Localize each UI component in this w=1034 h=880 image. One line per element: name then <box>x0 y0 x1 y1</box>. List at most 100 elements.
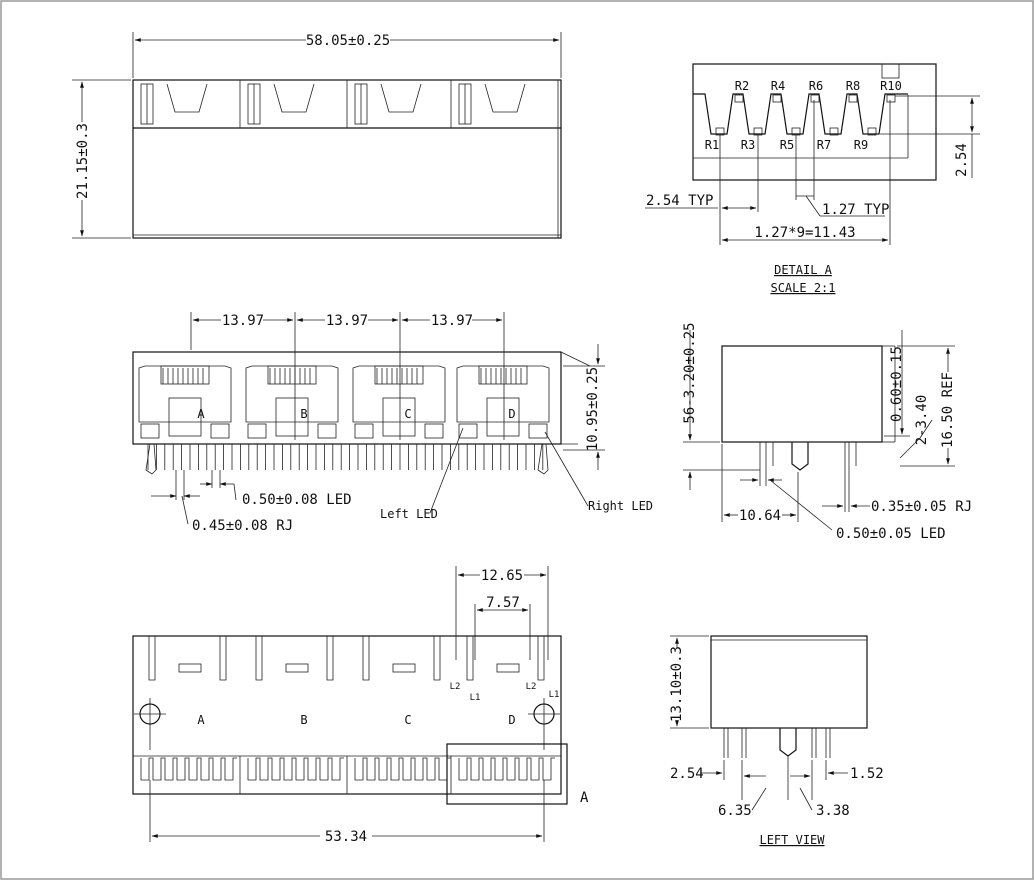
left-height-dim: 13.10±0.3 <box>669 646 685 722</box>
side-dim-060: 0.60±0.15 <box>889 346 905 422</box>
latch-window <box>486 397 520 437</box>
led-window <box>354 423 374 439</box>
contact-profile <box>693 93 908 135</box>
led-lead <box>326 636 334 681</box>
detail-label: R8 <box>846 79 860 93</box>
led-lead <box>362 636 370 681</box>
tab-profile <box>166 83 208 113</box>
top-view-ports <box>140 80 526 128</box>
led-window <box>317 423 337 439</box>
leader-line <box>805 195 821 217</box>
led-window <box>140 423 160 439</box>
peg-right <box>537 443 549 475</box>
left-dim-338: 3.38 <box>816 803 850 819</box>
side-dim-035: 0.35±0.05 RJ <box>871 499 972 515</box>
left-led-label: Left LED <box>380 507 438 521</box>
detail-label: R1 <box>705 138 719 152</box>
jack-opening <box>456 365 550 423</box>
bottom-slot <box>496 663 520 673</box>
front-port-label-d: D <box>508 407 515 421</box>
led-label: L1 <box>549 690 560 700</box>
bottom-port-label-c: C <box>404 713 411 727</box>
pin-square <box>848 94 858 103</box>
side-view-pins <box>759 442 857 470</box>
led-label: L2 <box>526 682 537 692</box>
led-lead <box>148 636 156 681</box>
led-window <box>528 423 548 439</box>
tab-profile <box>484 83 526 113</box>
detail-label: R2 <box>735 79 749 93</box>
leader-line <box>429 427 464 514</box>
tab-profile <box>273 83 315 113</box>
led-label: L1 <box>470 693 481 703</box>
bottom-port-label-a: A <box>197 713 205 727</box>
front-pitch-dim: 13.97 <box>222 313 264 329</box>
detail-outline <box>692 63 937 181</box>
side-view-body <box>721 345 883 443</box>
led-window <box>458 423 478 439</box>
latch-window <box>168 397 202 437</box>
left-view-pins <box>723 728 831 758</box>
latch-window <box>275 397 309 437</box>
side-dim-1064: 10.64 <box>739 508 781 524</box>
left-dim-254: 2.54 <box>670 766 704 782</box>
pin-square <box>886 94 896 103</box>
peg-left <box>145 443 157 475</box>
latch-window <box>382 397 416 437</box>
detail-label: R7 <box>817 138 831 152</box>
right-led-label: Right LED <box>588 499 653 513</box>
top-height-dim: 21.15±0.3 <box>75 123 91 199</box>
detail-a: R2 R4 R6 R8 R10 R1 R3 R5 R7 R9 2.54 TYP … <box>645 63 980 295</box>
leader-line <box>181 495 189 525</box>
pin-square <box>772 94 782 103</box>
detail-callout-box <box>446 743 568 805</box>
pin-square <box>829 127 839 136</box>
contact-row <box>247 757 344 781</box>
pin-square <box>734 94 744 103</box>
led-window <box>210 423 230 439</box>
led-label: L2 <box>450 682 461 692</box>
leader-line <box>751 787 767 811</box>
front-view-pins <box>145 443 549 475</box>
detail-label: R6 <box>809 79 823 93</box>
side-view-post <box>791 442 809 471</box>
detail-dim-254-typ: 2.54 TYP <box>646 193 713 209</box>
contact-block <box>374 365 424 385</box>
top-view: 58.05±0.25 21.15±0.3 <box>72 32 562 239</box>
front-height-dim: 10.95±0.25 <box>585 367 601 451</box>
jack-opening <box>352 365 446 423</box>
bottom-view: A B C D L2 L1 L2 L1 A 12.65 7.57 53 <box>132 566 589 845</box>
detail-label: R10 <box>880 79 902 93</box>
left-view-title: LEFT VIEW <box>759 833 825 847</box>
left-view-body <box>710 635 868 729</box>
front-rj-pin-dim: 0.45±0.08 RJ <box>192 518 293 534</box>
detail-label: R9 <box>854 138 868 152</box>
side-dim-1650: 16.50 REF <box>940 372 956 448</box>
front-port-label-b: B <box>300 407 307 421</box>
side-dim-56: 56-3.20±0.25 <box>682 322 698 423</box>
front-view-edge <box>560 351 591 367</box>
left-dim-152: 1.52 <box>850 766 884 782</box>
contact-block <box>267 365 317 385</box>
detail-dim-127-typ: 1.27 TYP <box>822 202 889 218</box>
front-view: A B C D 13.97 13.97 13.97 10.95±0.25 <box>132 312 653 534</box>
side-view: 56-3.20±0.25 0.60±0.15 2-3.40 16.50 REF … <box>682 322 972 542</box>
detail-label: R3 <box>741 138 755 152</box>
led-window <box>424 423 444 439</box>
front-pitch-dim: 13.97 <box>326 313 368 329</box>
front-view-ports <box>138 365 550 439</box>
leader-line <box>919 419 933 439</box>
detail-dim-right: 2.54 <box>954 143 970 177</box>
leader-line <box>769 479 833 531</box>
contact-block <box>478 365 528 385</box>
bottom-dim-5334: 53.34 <box>325 829 367 845</box>
front-pitch-dim: 13.97 <box>431 313 473 329</box>
pin-square <box>810 94 820 103</box>
detail-label: R4 <box>771 79 785 93</box>
bottom-slot <box>392 663 416 673</box>
contact-row <box>140 757 237 781</box>
contact-row <box>354 757 451 781</box>
front-led-pin-dim: 0.50±0.08 LED <box>242 492 352 508</box>
leader-line <box>544 431 589 507</box>
